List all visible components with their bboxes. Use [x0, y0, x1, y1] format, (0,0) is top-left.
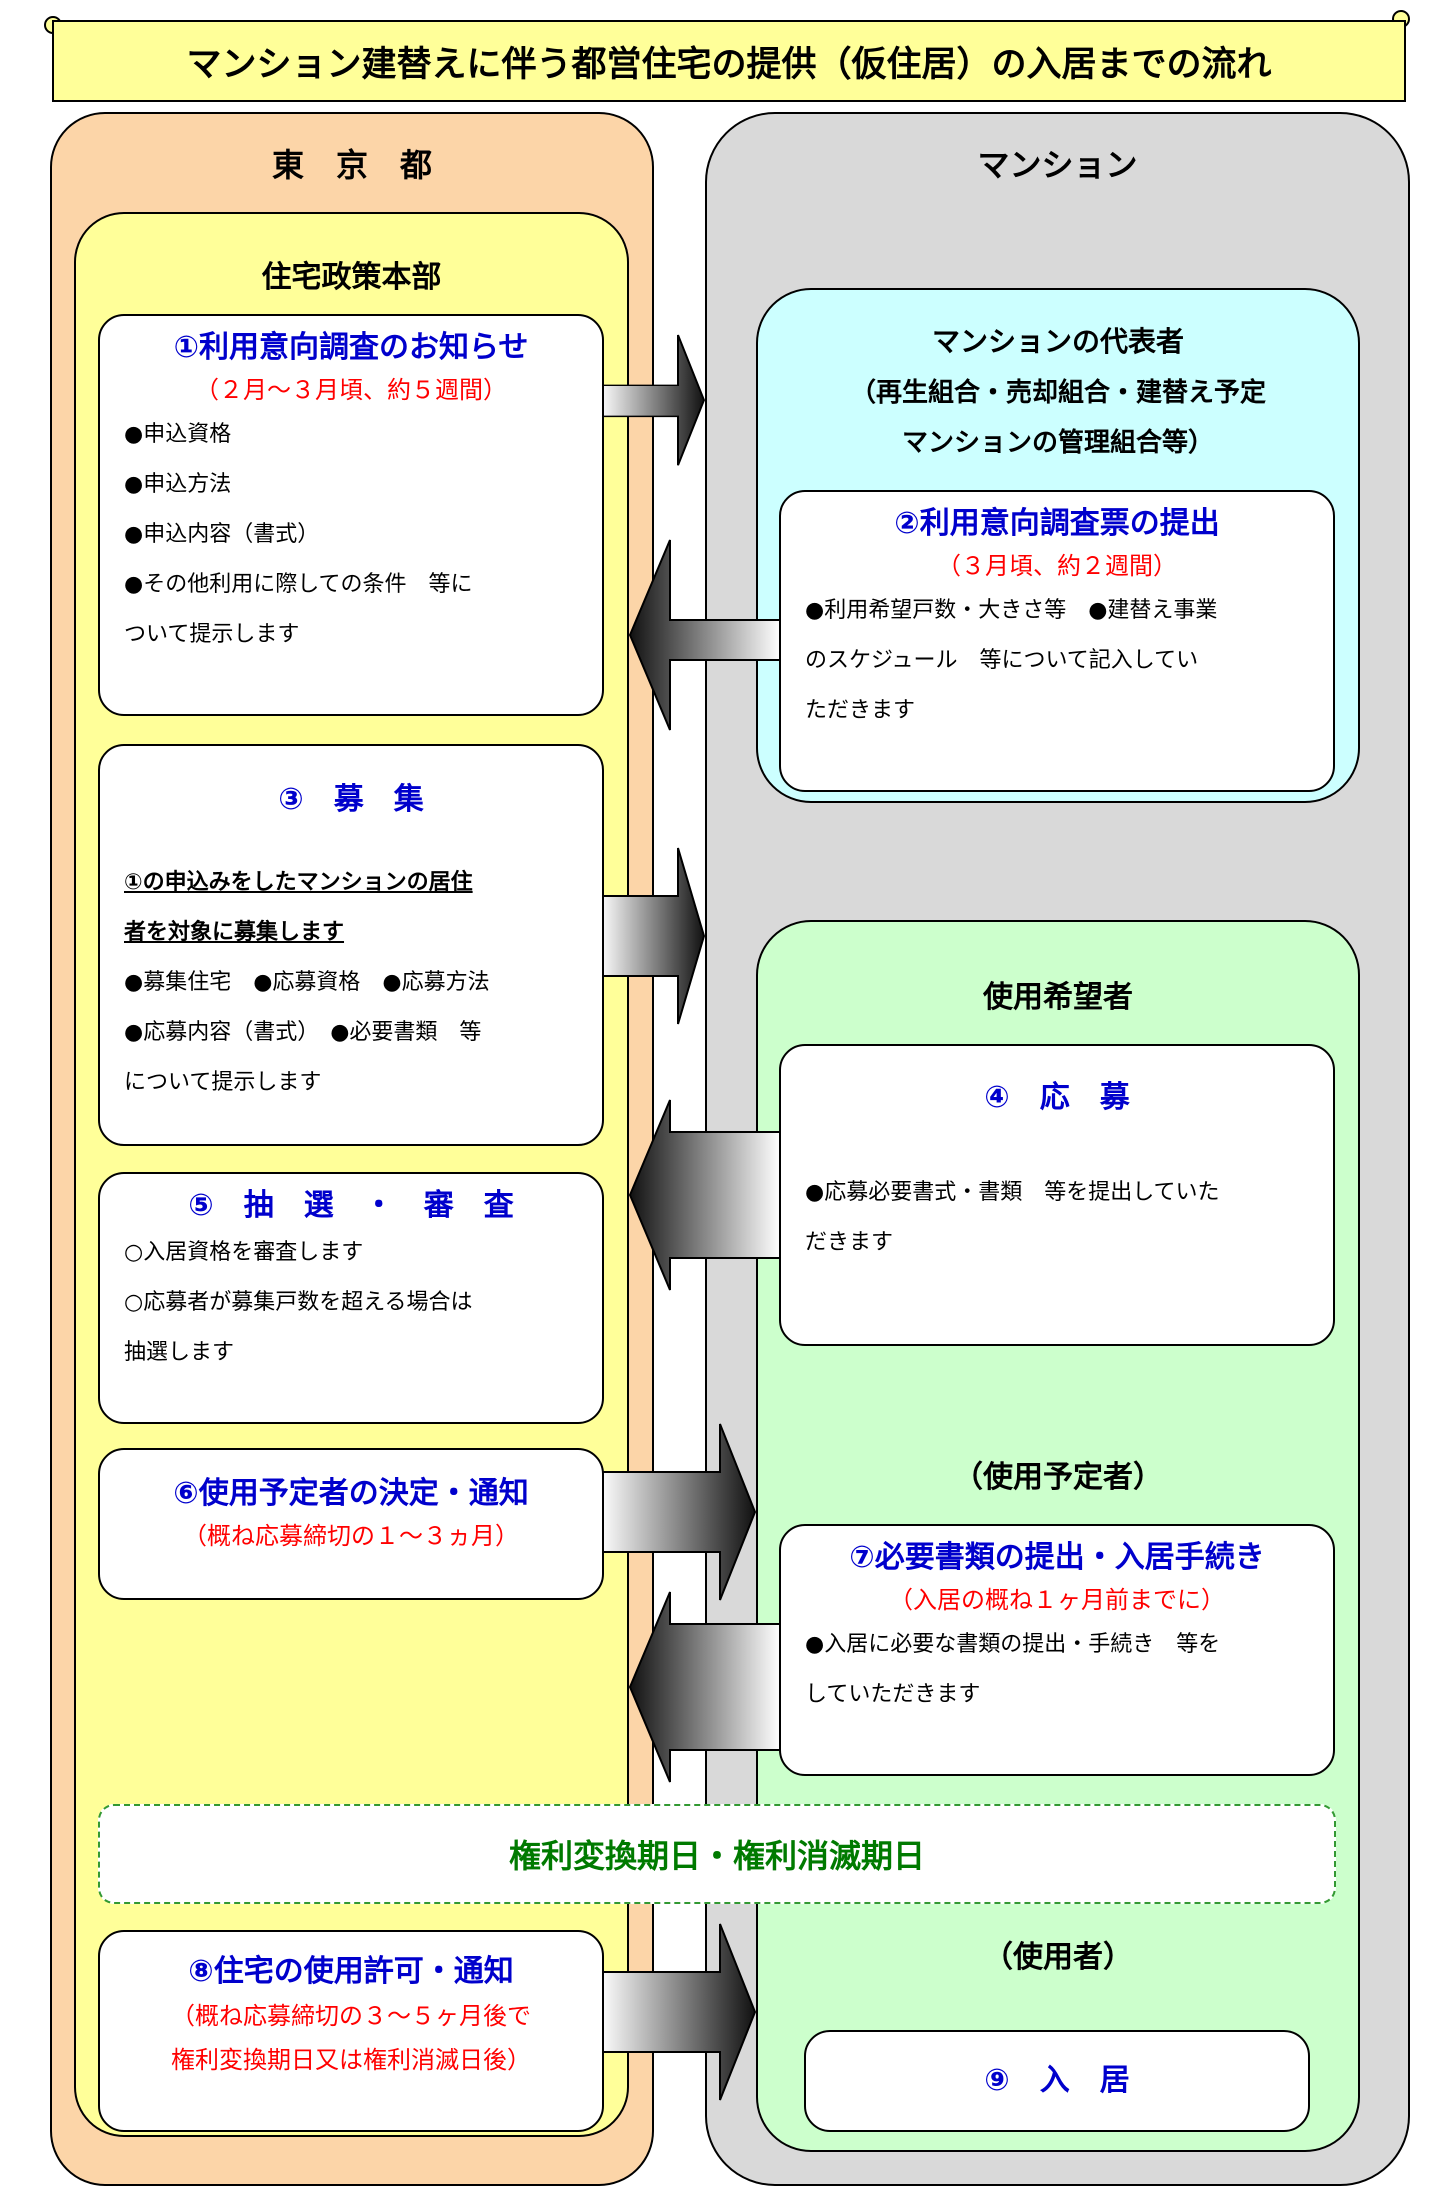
- step-5-title: ⑤ 抽 選 ・ 審 査: [188, 1188, 514, 1223]
- step-9-box: ⑨ 入 居: [804, 2030, 1310, 2132]
- step-5-line: ○応募者が募集戸数を超える場合は: [124, 1290, 473, 1315]
- step-2-title: ②利用意向調査票の提出: [894, 506, 1220, 541]
- step-2-line: のスケジュール 等について記入してい: [805, 648, 1199, 673]
- step-2-box: ②利用意向調査票の提出 （３月頃、約２週間） ●利用希望戸数・大きさ等 ●建替え…: [779, 490, 1335, 792]
- step-8-period: （概ね応募締切の３～５ヶ月後で: [171, 2002, 531, 2030]
- page-title: マンション建替えに伴う都営住宅の提供（仮住居）の入居までの流れ: [52, 20, 1406, 102]
- arrow-left-icon: [628, 539, 781, 731]
- arrow-left-icon: [628, 1591, 781, 1783]
- step-4-title: ④ 応 募: [984, 1080, 1130, 1115]
- step-1-line: ついて提示します: [124, 622, 300, 647]
- step-4-box: ④ 応 募 ●応募必要書式・書類 等を提出していた だきます: [779, 1044, 1335, 1346]
- step-4-line: だきます: [805, 1230, 894, 1255]
- step-3-target: ①の申込みをしたマンションの居住: [124, 870, 473, 895]
- step-1-period: （２月～３月頃、約５週間）: [195, 376, 507, 404]
- step-7-box: ⑦必要書類の提出・入居手続き （入居の概ね１ヶ月前までに） ●入居に必要な書類の…: [779, 1524, 1335, 1776]
- step-1-line: ●申込内容（書式）: [124, 522, 320, 547]
- rep-title: マンションの代表者: [931, 325, 1184, 358]
- arrow-right-icon: [599, 847, 706, 1025]
- step-7-period: （入居の概ね１ヶ月前までに）: [889, 1586, 1225, 1614]
- step-5-line: 抽選します: [124, 1340, 235, 1365]
- step-2-line: ただきます: [805, 698, 916, 723]
- rights-conversion-date-banner: 権利変換期日・権利消滅期日: [98, 1804, 1336, 1904]
- dept-title: 住宅政策本部: [261, 260, 442, 295]
- step-1-line: ●その他利用に際しての条件 等に: [124, 572, 473, 597]
- rep-sub: マンションの管理組合等）: [901, 428, 1214, 458]
- step-5-box: ⑤ 抽 選 ・ 審 査 ○入居資格を審査します ○応募者が募集戸数を超える場合は…: [98, 1172, 604, 1424]
- step-1-title: ①利用意向調査のお知らせ: [173, 330, 529, 365]
- step-1-box: ①利用意向調査のお知らせ （２月～３月頃、約５週間） ●申込資格 ●申込方法 ●…: [98, 314, 604, 716]
- mansion-header: マンション: [977, 146, 1138, 184]
- rep-sub: （再生組合・売却組合・建替え予定: [849, 378, 1266, 408]
- arrow-left-icon: [628, 1099, 781, 1291]
- step-4-line: ●応募必要書式・書類 等を提出していた: [805, 1180, 1220, 1205]
- step-2-line: ●利用希望戸数・大きさ等 ●建替え事業: [805, 598, 1218, 623]
- step-6-title: ⑥使用予定者の決定・通知: [173, 1476, 529, 1511]
- step-6-period: （概ね応募締切の１～３ヵ月）: [183, 1522, 519, 1550]
- step-7-line: していただきます: [805, 1682, 981, 1707]
- planned-user-label: （使用予定者）: [953, 1460, 1163, 1495]
- step-3-box: ③ 募 集 ①の申込みをしたマンションの居住 者を対象に募集します ●募集住宅 …: [98, 744, 604, 1146]
- step-9-title: ⑨ 入 居: [984, 2063, 1130, 2098]
- step-3-line: ●募集住宅 ●応募資格 ●応募方法: [124, 970, 490, 995]
- step-8-period: 権利変換期日又は権利消滅日後）: [171, 2046, 531, 2074]
- step-6-box: ⑥使用予定者の決定・通知 （概ね応募締切の１～３ヵ月）: [98, 1448, 604, 1600]
- step-8-box: ⑧住宅の使用許可・通知 （概ね応募締切の３～５ヶ月後で 権利変換期日又は権利消滅…: [98, 1930, 604, 2132]
- step-1-line: ●申込方法: [124, 472, 232, 497]
- tokyo-header: 東 京 都: [271, 146, 432, 184]
- arrow-right-icon: [599, 334, 706, 466]
- applicant-title: 使用希望者: [983, 980, 1133, 1015]
- step-3-line: について提示します: [124, 1070, 322, 1095]
- step-3-target: 者を対象に募集します: [124, 920, 345, 945]
- step-3-line: ●応募内容（書式） ●必要書類 等: [124, 1020, 482, 1045]
- step-2-period: （３月頃、約２週間）: [937, 552, 1177, 580]
- arrow-right-icon: [599, 1923, 757, 2101]
- user-label: （使用者）: [983, 1940, 1133, 1975]
- step-1-line: ●申込資格: [124, 422, 232, 447]
- step-7-line: ●入居に必要な書類の提出・手続き 等を: [805, 1632, 1221, 1657]
- step-7-title: ⑦必要書類の提出・入居手続き: [849, 1540, 1265, 1575]
- arrow-right-icon: [599, 1423, 757, 1601]
- step-8-title: ⑧住宅の使用許可・通知: [188, 1954, 514, 1989]
- step-5-line: ○入居資格を審査します: [124, 1240, 364, 1265]
- step-3-title: ③ 募 集: [278, 782, 424, 817]
